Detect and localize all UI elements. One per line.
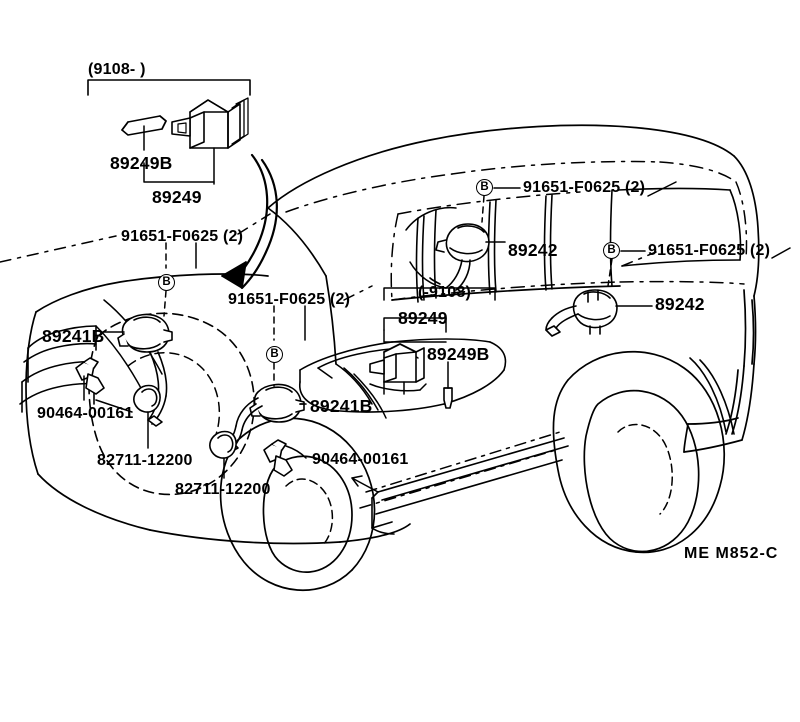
rear-bumper: [683, 417, 739, 453]
sensor-89241b-left-label: 89241B: [42, 326, 105, 346]
ref-guides-side-rear: [621, 251, 657, 267]
rear-wheel-hub: [617, 423, 673, 515]
sensor-89242-rear-label: 89242: [655, 294, 705, 314]
rocker-panel-dashed: [359, 431, 561, 509]
b-marker-side-rear: B: [603, 242, 620, 259]
vehicle-roof: [267, 124, 760, 297]
cabin-glass-dashed: [285, 160, 748, 301]
ref-guides-front-left: [0, 213, 271, 263]
harness-89242-front: [429, 259, 471, 291]
clip-90464-left-label: 90464-00161: [37, 405, 134, 422]
b-marker-front-left: B: [158, 274, 175, 291]
front-wheel-arch-left: [88, 312, 255, 496]
front-end-body: [25, 273, 411, 545]
clamp-82711-left-label: 82711-12200: [97, 452, 193, 469]
front-wheel: [219, 417, 376, 591]
front-wheel-hub: [285, 478, 334, 547]
clamp-82711-mid-label: 82711-12200: [175, 481, 271, 498]
top-inset-sensor-89249: [171, 97, 249, 185]
clip-90464-mid: [263, 439, 293, 477]
ref-tick-lines: [647, 181, 791, 259]
rear-hatch: [725, 289, 755, 435]
clamp-82711-mid: [209, 430, 237, 479]
bolt-ref-front-left-label: 91651-F0625 (2): [121, 228, 244, 245]
sensor-89249-top-label: 89249: [152, 187, 202, 207]
sensor-89249-center-label: 89249: [398, 308, 448, 328]
b-leader-front-left: [163, 242, 167, 317]
center-inset-bracket: [383, 287, 496, 343]
rear-quarter-glass: [617, 187, 742, 267]
front-grille: [19, 325, 97, 413]
bracket-range-center-label: (-9108): [418, 284, 471, 301]
ref-guides-front-mid: [343, 285, 373, 301]
sensor-89241b-left: [117, 313, 173, 353]
leader-90464-mid: [285, 445, 307, 459]
bolt-89249b-center-label: 89249B: [427, 344, 490, 364]
sensor-89242-rear: [572, 289, 618, 335]
rear-wheel: [583, 389, 700, 553]
b-leader-side-front: [481, 195, 485, 223]
sensor-89242-front-label: 89242: [508, 240, 558, 260]
center-sensor-mount: [369, 381, 427, 395]
clamp-82711-left: [133, 384, 161, 449]
sensor-89241b-mid: [249, 383, 305, 423]
center-bolt-89249b: [443, 361, 453, 409]
rear-wheel-arch-trim: [689, 357, 735, 435]
windshield: [267, 207, 327, 277]
sensor-89242-front-arc: [405, 206, 457, 289]
installation-arrow: [221, 153, 278, 290]
b-leader-side-rear: [607, 258, 613, 287]
rear-wheel-arch: [552, 350, 726, 554]
sensor-89242-front: [435, 223, 490, 263]
bracket-range-top-label: (9108- ): [88, 61, 146, 78]
top-inset-bracket: [87, 79, 251, 96]
rocker-arrow: [351, 475, 379, 493]
bolt-89249b-top-label: 89249B: [110, 153, 173, 173]
bolt-ref-side-rear-label: 91651-F0625 (2): [648, 242, 771, 259]
b-marker-side-front: B: [476, 179, 493, 196]
top-inset-bolt-89249b: [121, 115, 167, 151]
front-wheel-arch-inner: [127, 352, 221, 441]
diagram-code: ME M852-C: [684, 545, 779, 562]
clip-90464-mid-label: 90464-00161: [312, 451, 409, 468]
b-marker-front-mid: B: [266, 346, 283, 363]
center-console: [299, 338, 507, 413]
harness-89242-rear: [545, 305, 579, 337]
bolt-ref-side-front-label: 91651-F0625 (2): [523, 179, 646, 196]
sensor-89241b-mid-label: 89241B: [310, 396, 373, 416]
top-inset-leader-bracket: [143, 162, 215, 183]
body-crease-lines: [335, 363, 387, 419]
bolt-ref-front-mid-label: 91651-F0625 (2): [228, 291, 351, 308]
leader-90464-left: [95, 399, 133, 413]
window-frames: [415, 189, 613, 303]
clip-90464-left: [75, 357, 105, 401]
